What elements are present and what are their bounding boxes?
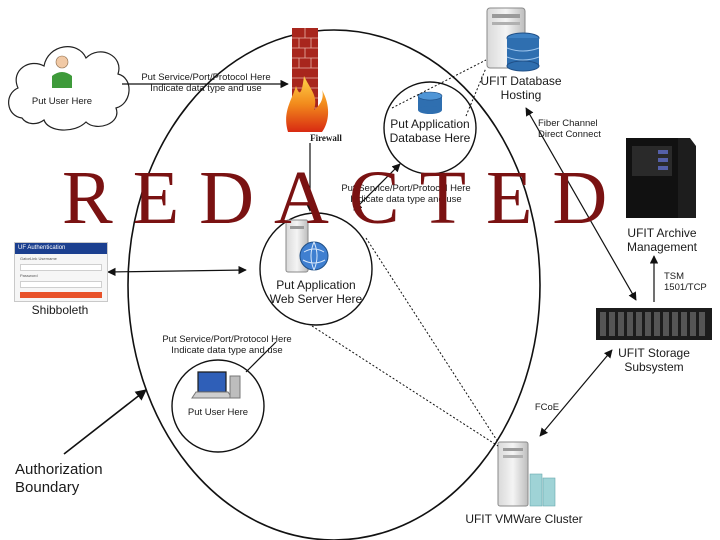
user-link-line bbox=[245, 341, 277, 373]
app-database-circle bbox=[383, 81, 477, 175]
boundary-pointer-arrow bbox=[63, 389, 147, 455]
shibboleth-field1-label: GatorLink Username bbox=[20, 256, 57, 261]
storage-label: UFIT Storage Subsystem bbox=[608, 346, 700, 375]
db-link-line2: Indicate data type and use bbox=[350, 194, 462, 206]
fiber-link-line2: Direct Connect bbox=[538, 129, 601, 141]
web-server-icon bbox=[285, 219, 329, 273]
redacted-overlay-text: REDACTED bbox=[62, 156, 628, 240]
internal-user-circle bbox=[171, 359, 265, 453]
user-cloud-shape bbox=[8, 46, 130, 131]
db-hosting-line1: UFIT Database bbox=[480, 74, 562, 88]
firewall-link-line1: Put Service/Port/Protocol Here bbox=[141, 72, 271, 83]
web-server-label: Put Application Web Server Here bbox=[262, 278, 370, 307]
boundary-line1: Authorization bbox=[15, 461, 103, 478]
user-cloud-label: Put User Here bbox=[31, 96, 93, 107]
archive-label: UFIT Archive Management bbox=[612, 226, 712, 255]
db-link-arrow bbox=[353, 163, 401, 211]
archive-line1: UFIT Archive bbox=[627, 226, 697, 240]
firewall-icon bbox=[286, 28, 329, 132]
shibboleth-username-field bbox=[20, 264, 102, 271]
vmware-label: UFIT VMWare Cluster bbox=[465, 512, 583, 526]
firewall-link-label: Put Service/Port/Protocol Here Indicate … bbox=[126, 72, 286, 95]
firewall-link-line2: Indicate data type and use bbox=[150, 83, 262, 95]
db-link-line1: Put Service/Port/Protocol Here bbox=[341, 183, 471, 194]
db-hosting-dotted-line-b bbox=[465, 67, 487, 117]
app-database-line2: Database Here bbox=[389, 131, 471, 146]
fiber-link-arrow bbox=[525, 107, 637, 301]
archive-server-icon bbox=[626, 138, 696, 218]
vmware-dotted-line-b bbox=[311, 325, 499, 447]
shibboleth-link-arrow bbox=[107, 265, 247, 277]
db-hosting-label: UFIT Database Hosting bbox=[466, 74, 576, 103]
workstation-icon bbox=[191, 371, 241, 399]
shibboleth-header: UF Authentication bbox=[15, 243, 107, 254]
database-server-icon bbox=[486, 7, 540, 72]
shibboleth-login-thumbnail: UF Authentication GatorLink Username Pas… bbox=[14, 242, 108, 302]
shibboleth-password-field bbox=[20, 281, 102, 288]
internal-user-label: Put User Here bbox=[187, 407, 249, 418]
app-database-icon bbox=[417, 91, 443, 114]
user-link-line2: Indicate data type and use bbox=[171, 345, 283, 357]
shibboleth-field2-label: Password bbox=[20, 273, 38, 278]
user-link-line1: Put Service/Port/Protocol Here bbox=[162, 334, 292, 345]
shibboleth-login-button bbox=[20, 292, 102, 298]
app-database-line1: Put Application bbox=[390, 117, 470, 131]
app-database-label: Put Application Database Here bbox=[380, 117, 480, 146]
fcoe-link-label: FCoE bbox=[534, 402, 560, 413]
boundary-line2: Boundary bbox=[15, 479, 80, 496]
archive-line2: Management bbox=[626, 240, 698, 255]
boundary-label: Authorization Boundary bbox=[15, 461, 135, 497]
tsm-link-label: TSM 1501/TCP bbox=[664, 271, 714, 294]
fcoe-link-arrow bbox=[539, 349, 613, 437]
web-server-line1: Put Application bbox=[276, 278, 356, 292]
db-hosting-line2: Hosting bbox=[500, 88, 542, 103]
db-hosting-dotted-line-a bbox=[391, 59, 487, 109]
web-server-line2: Web Server Here bbox=[269, 292, 363, 307]
tsm-link-line2: 1501/TCP bbox=[664, 282, 707, 294]
storage-line2: Subsystem bbox=[624, 360, 684, 375]
db-link-label: Put Service/Port/Protocol Here Indicate … bbox=[330, 183, 482, 206]
vmware-dotted-line-a bbox=[365, 237, 499, 443]
tsm-link-line1: TSM bbox=[664, 271, 685, 282]
shibboleth-label: Shibboleth bbox=[31, 303, 89, 317]
storage-array-icon bbox=[596, 308, 712, 340]
fiber-link-line1: Fiber Channel bbox=[538, 118, 598, 129]
fiber-link-label: Fiber Channel Direct Connect bbox=[538, 118, 612, 141]
shibboleth-header-text: Authentication bbox=[27, 245, 66, 251]
user-link-label: Put Service/Port/Protocol Here Indicate … bbox=[150, 334, 304, 357]
vmware-server-icon bbox=[497, 441, 556, 507]
firewall-label: Firewall bbox=[310, 133, 342, 143]
user-person-icon bbox=[52, 55, 72, 88]
storage-line1: UFIT Storage bbox=[618, 346, 690, 360]
